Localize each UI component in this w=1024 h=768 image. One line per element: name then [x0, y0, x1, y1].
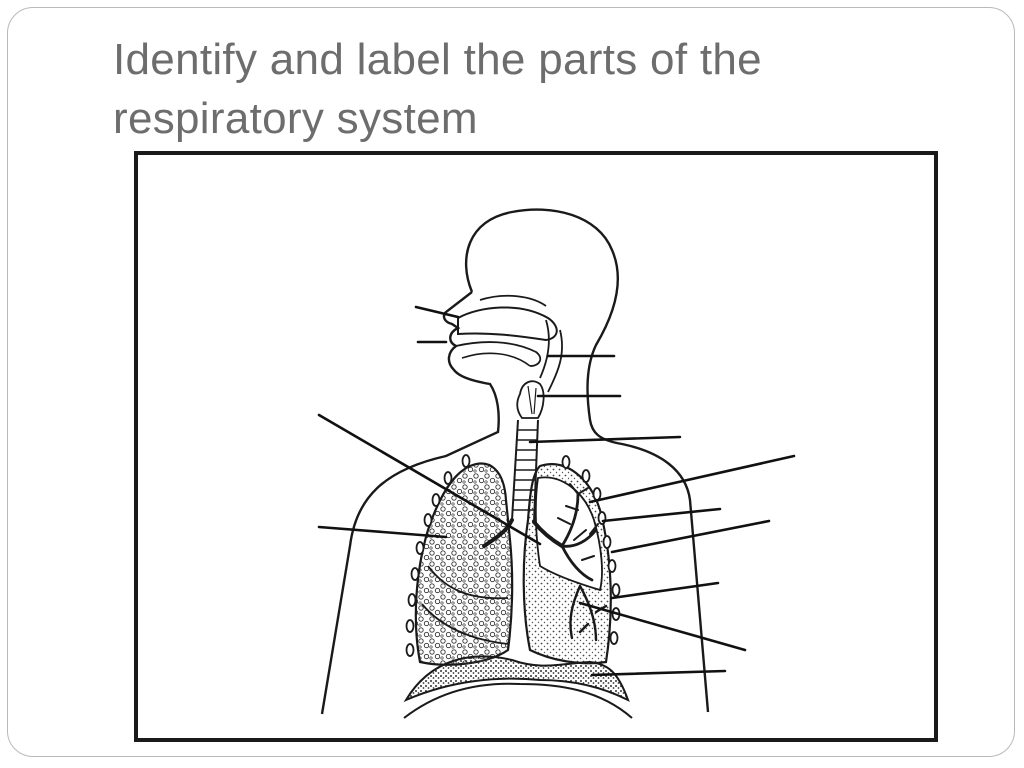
- bronchial-tree: [482, 483, 608, 642]
- leader-line-pleura: [601, 507, 722, 523]
- leader-line-left-lung: [317, 525, 448, 539]
- diaphragm-lower-edge: [403, 682, 633, 719]
- leader-line-right-lung: [588, 454, 796, 504]
- leader-line-rib: [610, 519, 771, 554]
- left-lung-fissure: [421, 565, 509, 645]
- trachea: [511, 419, 539, 523]
- ribs: [405, 454, 621, 657]
- oral-cavity: [455, 341, 542, 367]
- nasal-passage: [479, 294, 547, 307]
- label-leader-lines: [317, 305, 796, 677]
- face-profile: [320, 291, 500, 715]
- head-outline: [464, 208, 710, 713]
- leader-line-diaphragm: [590, 669, 727, 677]
- leader-line-bronchus: [317, 413, 542, 546]
- leader-line-trachea: [528, 435, 682, 444]
- nasal-cavity: [457, 306, 558, 342]
- pharynx: [539, 319, 563, 393]
- slide-title: Identify and label the parts of the resp…: [113, 35, 762, 143]
- leader-line-bronchiole: [578, 601, 747, 652]
- leader-line-nasal-cavity: [414, 305, 460, 319]
- leader-line-intercostal-muscle: [610, 581, 720, 600]
- tongue: [461, 352, 531, 367]
- vocal-cords: [527, 385, 537, 415]
